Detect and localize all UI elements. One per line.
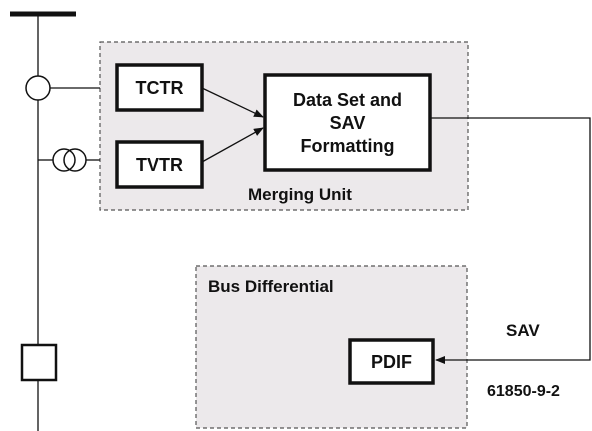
dataset-label-line3: Formatting xyxy=(301,136,395,156)
pdif-block xyxy=(348,338,435,385)
standard-label: 61850-9-2 xyxy=(487,383,560,400)
pdif-label: PDIF xyxy=(371,352,412,372)
circuit-breaker-icon xyxy=(20,343,58,382)
tvtr-to-dataset-arrow xyxy=(201,127,264,163)
tctr-block xyxy=(115,63,204,112)
current-transformer-icon xyxy=(25,75,51,101)
voltage-transformer-icon xyxy=(52,148,76,172)
tctr-to-dataset-arrow xyxy=(201,87,264,118)
dataset-label-line2: SAV xyxy=(330,113,366,133)
tctr-label: TCTR xyxy=(136,78,184,98)
tvtr-block xyxy=(115,140,204,189)
bus-differential-label: Bus Differential xyxy=(208,277,334,296)
merging-unit-label: Merging Unit xyxy=(248,185,352,204)
sav-stream-link xyxy=(430,117,591,364)
dataset-formatting-block xyxy=(263,73,432,172)
tvtr-label: TVTR xyxy=(136,155,183,175)
dataset-label-line1: Data Set and xyxy=(293,90,402,110)
sav-protocol-label: SAV xyxy=(506,321,540,340)
